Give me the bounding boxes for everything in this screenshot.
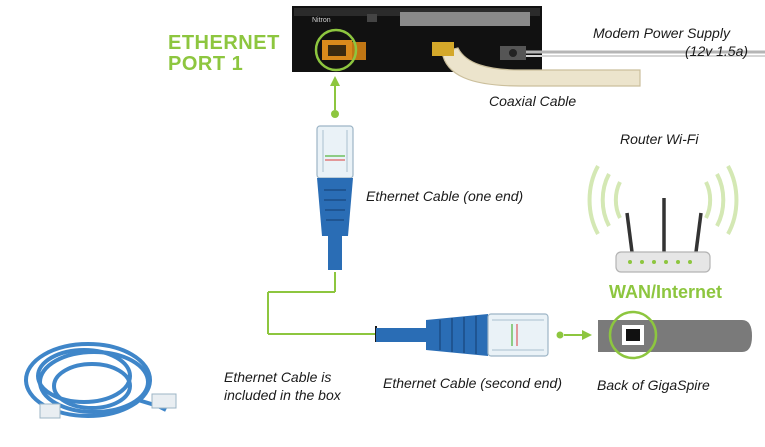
ethernet-port-title-line1: ETHERNET (168, 32, 280, 54)
ethernet-second-end-label: Ethernet Cable (second end) (383, 375, 562, 391)
power-cord (526, 50, 765, 57)
back-of-gigaspire-label: Back of GigaSpire (597, 377, 710, 393)
cable-boot-right (426, 314, 488, 356)
ethernet-included-label-line2: included in the box (224, 387, 341, 403)
modem-brand: Nitron (312, 17, 331, 24)
router-wifi-label: Router Wi-Fi (620, 131, 699, 147)
coaxial-cable-label: Coaxial Cable (489, 93, 577, 109)
coiled-cable-plug-right (151, 393, 177, 409)
modem: Nitron (292, 6, 542, 72)
coiled-cable-plug-left (39, 403, 61, 419)
wan-internet-label: WAN/Internet (609, 282, 723, 302)
rj45-plug-top (316, 125, 354, 179)
power-supply-label-line1: Modem Power Supply (593, 25, 730, 41)
connection-arrow-up (330, 76, 340, 118)
wan-port-highlight-circle (608, 310, 658, 360)
connection-line-between-ends (267, 272, 377, 342)
ethernet-cable-second-end (376, 313, 549, 357)
gigaspire-back (598, 310, 752, 360)
ethernet-included-label-line1: Ethernet Cable is (224, 369, 332, 385)
coiled-ethernet-cable (24, 342, 167, 418)
modem-spec-label (400, 12, 530, 26)
router-body (615, 251, 711, 273)
port-highlight-circle (314, 28, 358, 72)
power-supply-label-line2: (12v 1.5a) (685, 43, 749, 59)
ethernet-cable-one-end (316, 125, 354, 270)
rj45-plug-right (487, 313, 549, 357)
wifi-waves-icon (587, 165, 739, 235)
connection-arrow-right (556, 330, 592, 340)
ethernet-one-end-label: Ethernet Cable (one end) (366, 188, 524, 204)
router-wifi-illustration (587, 165, 739, 273)
cable-boot-top (317, 178, 353, 236)
coaxial-cable (432, 42, 641, 87)
ethernet-port-title-line2: PORT 1 (168, 53, 244, 75)
